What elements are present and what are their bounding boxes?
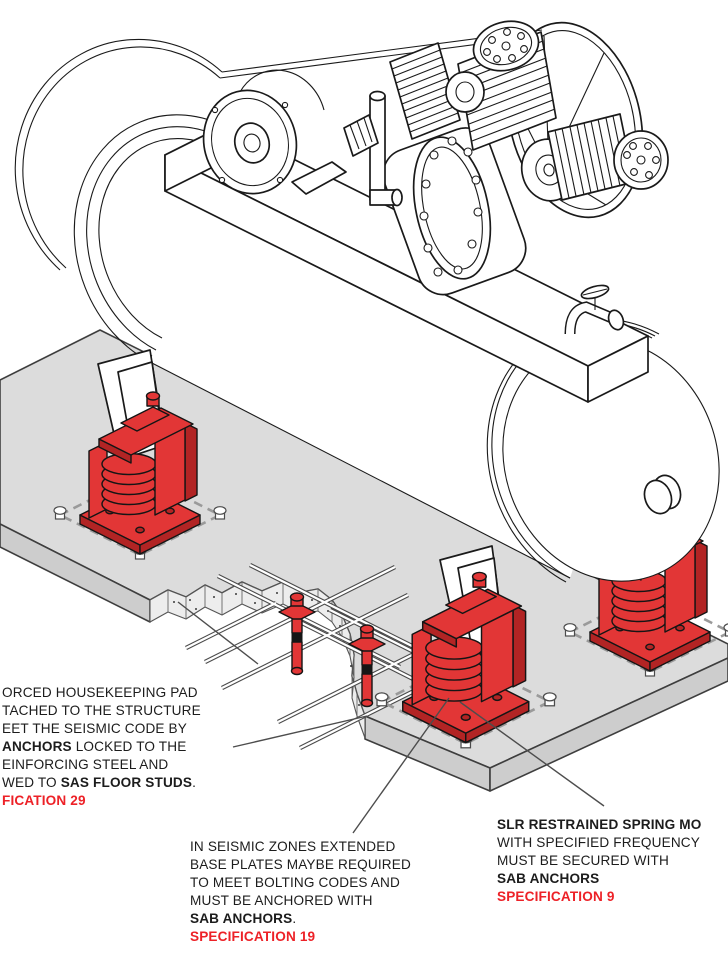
cylinder-1 — [457, 20, 557, 151]
annotation-line: SAB ANCHORS — [497, 871, 600, 886]
unloader-pipe — [369, 90, 403, 207]
cover-bolts — [419, 136, 483, 277]
leader-structure — [232, 715, 368, 748]
pad-broken-edge — [149, 581, 366, 739]
intake-filter — [343, 114, 379, 157]
pad-front-face-right — [489, 657, 728, 792]
intercooler-coil — [389, 42, 485, 140]
annotation-line: ANCHORS LOCKED TO THE — [2, 739, 187, 754]
motor-foot — [291, 161, 347, 195]
annotation-line: WITH SPECIFIED FREQUENCY — [497, 835, 700, 850]
annotation-slr-mount: SLR RESTRAINED SPRING MO WITH SPECIFIED … — [497, 816, 702, 906]
rebar-grid — [185, 563, 489, 750]
idler-pulley — [445, 71, 485, 113]
compressor-crankcase — [382, 127, 527, 296]
annotation-line: MUST BE ANCHORED WITH — [190, 893, 373, 908]
tank-port — [643, 474, 682, 515]
annotation-line: SLR RESTRAINED SPRING MO — [497, 817, 702, 832]
annotation-line: TACHED TO THE STRUCTURE — [2, 703, 201, 718]
annotation-line: BASE PLATES MAYBE REQUIRED — [190, 857, 411, 872]
compressor-assembly — [14, 20, 720, 583]
cylinder-2 — [547, 113, 669, 201]
annotation-line: MUST BE SECURED WITH — [497, 853, 669, 868]
drain-valve — [564, 284, 625, 335]
annotation-line: SAB ANCHORS. — [190, 911, 297, 926]
specification-ref: SPECIFICATION 19 — [190, 929, 316, 944]
annotation-line: EINFORCING STEEL AND — [2, 757, 169, 772]
motor-hub — [233, 122, 271, 164]
electric-motor — [202, 69, 347, 195]
leader-slr-mount — [459, 701, 605, 807]
annotation-line: WED TO SAS FLOOR STUDS. — [2, 775, 197, 790]
annotation-line: TO MEET BOLTING CODES AND — [190, 875, 400, 890]
annotation-extended-base-plates: IN SEISMIC ZONES EXTENDED BASE PLATES MA… — [190, 838, 411, 946]
specification-ref: SPECIFICATION 9 — [497, 889, 615, 904]
leader-base-plate — [352, 697, 450, 834]
annotation-line: EET THE SEISMIC CODE BY — [2, 721, 187, 736]
annotation-line: ORCED HOUSEKEEPING PAD — [2, 685, 198, 700]
leader-housekeeping-pad — [177, 601, 259, 665]
annotation-line: IN SEISMIC ZONES EXTENDED — [190, 839, 396, 854]
leader-lines — [177, 601, 605, 834]
annotation-housekeeping-pad: ORCED HOUSEKEEPING PAD TACHED TO THE STR… — [2, 684, 201, 810]
specification-ref: FICATION 29 — [2, 793, 86, 808]
